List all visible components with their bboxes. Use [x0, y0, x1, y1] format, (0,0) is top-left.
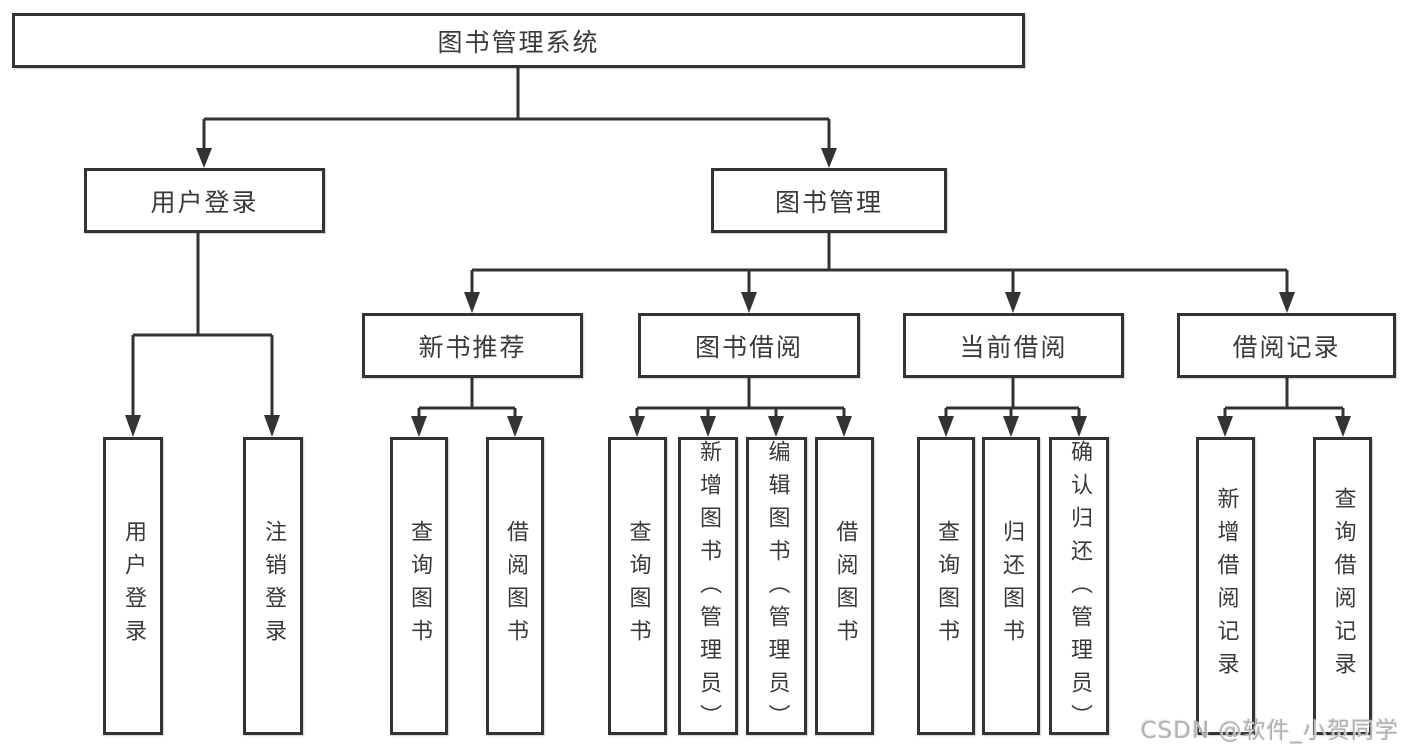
- arrow-down-icon: [768, 416, 784, 437]
- node-leaf-edit-books-admin: 编辑图书（管理员）: [746, 437, 807, 737]
- node-leaf-logout: 注销登录: [243, 437, 303, 735]
- node-leaf-add-books-admin: 新增图书（管理员）: [678, 437, 738, 737]
- node-book-borrow: 图书借阅: [638, 313, 860, 378]
- node-leaf-confirm-return-admin: 确认归还（管理员）: [1049, 437, 1109, 737]
- node-leaf-user-login: 用户登录: [103, 437, 163, 735]
- connector-current-borrow-branch: [938, 378, 1087, 437]
- arrow-down-icon: [1279, 292, 1295, 313]
- node-current-borrow: 当前借阅: [903, 313, 1124, 378]
- arrow-down-icon: [464, 292, 480, 313]
- arrow-down-icon: [741, 292, 757, 313]
- connector-new-book-branch: [411, 378, 523, 437]
- arrow-down-icon: [264, 415, 280, 437]
- arrow-down-icon: [1071, 416, 1087, 437]
- node-leaf-borrow-books-2: 借阅图书: [815, 437, 874, 735]
- connector-user-login-branch: [125, 233, 280, 437]
- arrow-down-icon: [125, 415, 141, 437]
- arrow-down-icon: [821, 148, 837, 168]
- arrow-down-icon: [1005, 292, 1021, 313]
- node-leaf-query-borrow-record: 查询借阅记录: [1313, 437, 1372, 735]
- node-new-book-recommend: 新书推荐: [362, 313, 583, 378]
- connector-book-mgmt-to-level3: [464, 233, 1295, 313]
- node-leaf-query-books-1: 查询图书: [390, 437, 448, 735]
- connector-root-to-level2: [196, 68, 837, 168]
- node-borrow-records: 借阅记录: [1177, 313, 1396, 378]
- arrow-down-icon: [1335, 416, 1351, 437]
- node-user-login: 用户登录: [84, 168, 325, 233]
- arrow-down-icon: [938, 416, 954, 437]
- arrow-down-icon: [629, 416, 645, 437]
- node-book-management: 图书管理: [711, 168, 947, 233]
- arrow-down-icon: [700, 416, 716, 437]
- node-leaf-return-books: 归还图书: [982, 437, 1040, 735]
- node-leaf-query-books-2: 查询图书: [608, 437, 667, 735]
- arrow-down-icon: [507, 416, 523, 437]
- connector-borrow-records-branch: [1217, 378, 1351, 437]
- csdn-watermark: CSDN @软件_小贺同学: [1140, 718, 1399, 744]
- arrow-down-icon: [411, 416, 427, 437]
- node-library-system-root: 图书管理系统: [12, 13, 1025, 68]
- arrow-down-icon: [836, 416, 852, 437]
- node-leaf-add-borrow-record: 新增借阅记录: [1196, 437, 1255, 735]
- arrow-down-icon: [196, 148, 212, 168]
- node-leaf-borrow-books-1: 借阅图书: [486, 437, 544, 735]
- connector-book-borrow-branch: [629, 378, 852, 437]
- arrow-down-icon: [1003, 416, 1019, 437]
- arrow-down-icon: [1217, 416, 1233, 437]
- node-leaf-query-books-3: 查询图书: [917, 437, 975, 735]
